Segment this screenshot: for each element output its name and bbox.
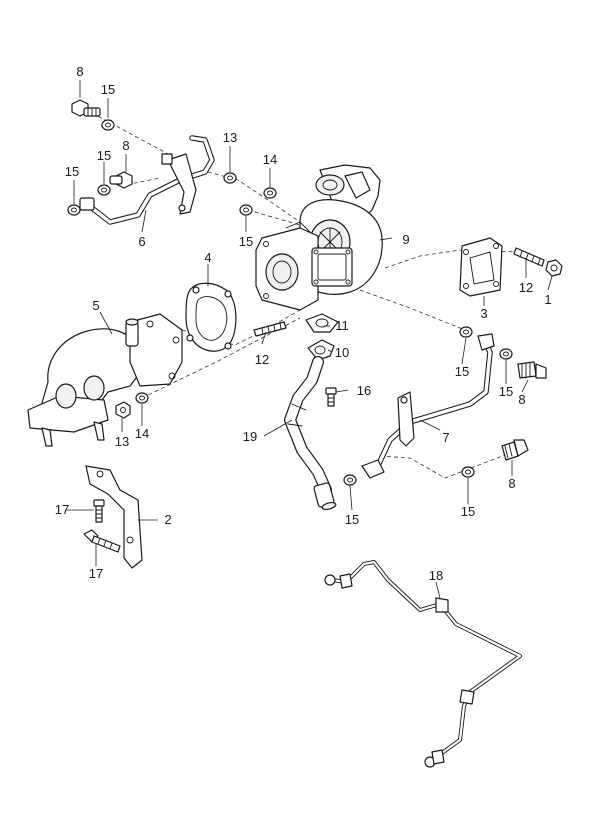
callout-10: 10 [335, 345, 349, 360]
callout-17: 17 [55, 502, 69, 517]
callout-3: 3 [480, 306, 487, 321]
gasket-3 [459, 237, 503, 297]
callout-15: 15 [499, 384, 513, 399]
hardware-upper-left [67, 99, 277, 216]
drain-hose-19 [284, 356, 337, 511]
turbocharger-9 [255, 164, 383, 311]
hardware-manifold [115, 392, 149, 419]
callout-15: 15 [345, 512, 359, 527]
callout-6: 6 [138, 234, 145, 249]
callout-15: 15 [65, 164, 79, 179]
callout-numbers: 8 15 15 8 15 13 14 6 15 9 4 5 12 1 3 11 … [55, 64, 552, 583]
callout-8: 8 [122, 138, 129, 153]
callout-13: 13 [115, 434, 129, 449]
callout-15: 15 [101, 82, 115, 97]
callout-15: 15 [461, 504, 475, 519]
callout-15: 15 [239, 234, 253, 249]
callout-1: 1 [544, 292, 551, 307]
callout-11: 11 [335, 318, 349, 333]
callout-17: 17 [89, 566, 103, 581]
callout-19: 19 [243, 429, 257, 444]
callout-13: 13 [223, 130, 237, 145]
oil-pipe-7 [361, 333, 495, 479]
callout-7: 7 [442, 430, 449, 445]
leader-lines [66, 80, 553, 599]
bolt-16 [325, 387, 337, 407]
gasket-11 [305, 313, 339, 333]
callout-2: 2 [164, 512, 171, 527]
exhaust-manifold-5 [27, 313, 183, 447]
hardware-lower-right [343, 326, 547, 486]
oil-feed-line-18 [324, 560, 522, 768]
callout-8: 8 [518, 392, 525, 407]
stud-and-nut-right [513, 247, 563, 277]
stud-middle [253, 321, 287, 337]
callout-14: 14 [263, 152, 277, 167]
callout-15: 15 [97, 148, 111, 163]
callout-12: 12 [519, 280, 533, 295]
gasket-4 [185, 282, 237, 352]
callout-8: 8 [76, 64, 83, 79]
bracket-2 [85, 465, 143, 569]
bolts-17 [83, 499, 121, 553]
oil-pipe-6 [79, 135, 215, 225]
callout-18: 18 [429, 568, 443, 583]
callout-16: 16 [357, 383, 371, 398]
assembly-lines [91, 112, 521, 479]
callout-12: 12 [255, 352, 269, 367]
callout-8: 8 [508, 476, 515, 491]
callout-15: 15 [455, 364, 469, 379]
callout-5: 5 [92, 298, 99, 313]
callout-4: 4 [204, 250, 211, 265]
callout-14: 14 [135, 426, 149, 441]
callout-9: 9 [402, 232, 409, 247]
